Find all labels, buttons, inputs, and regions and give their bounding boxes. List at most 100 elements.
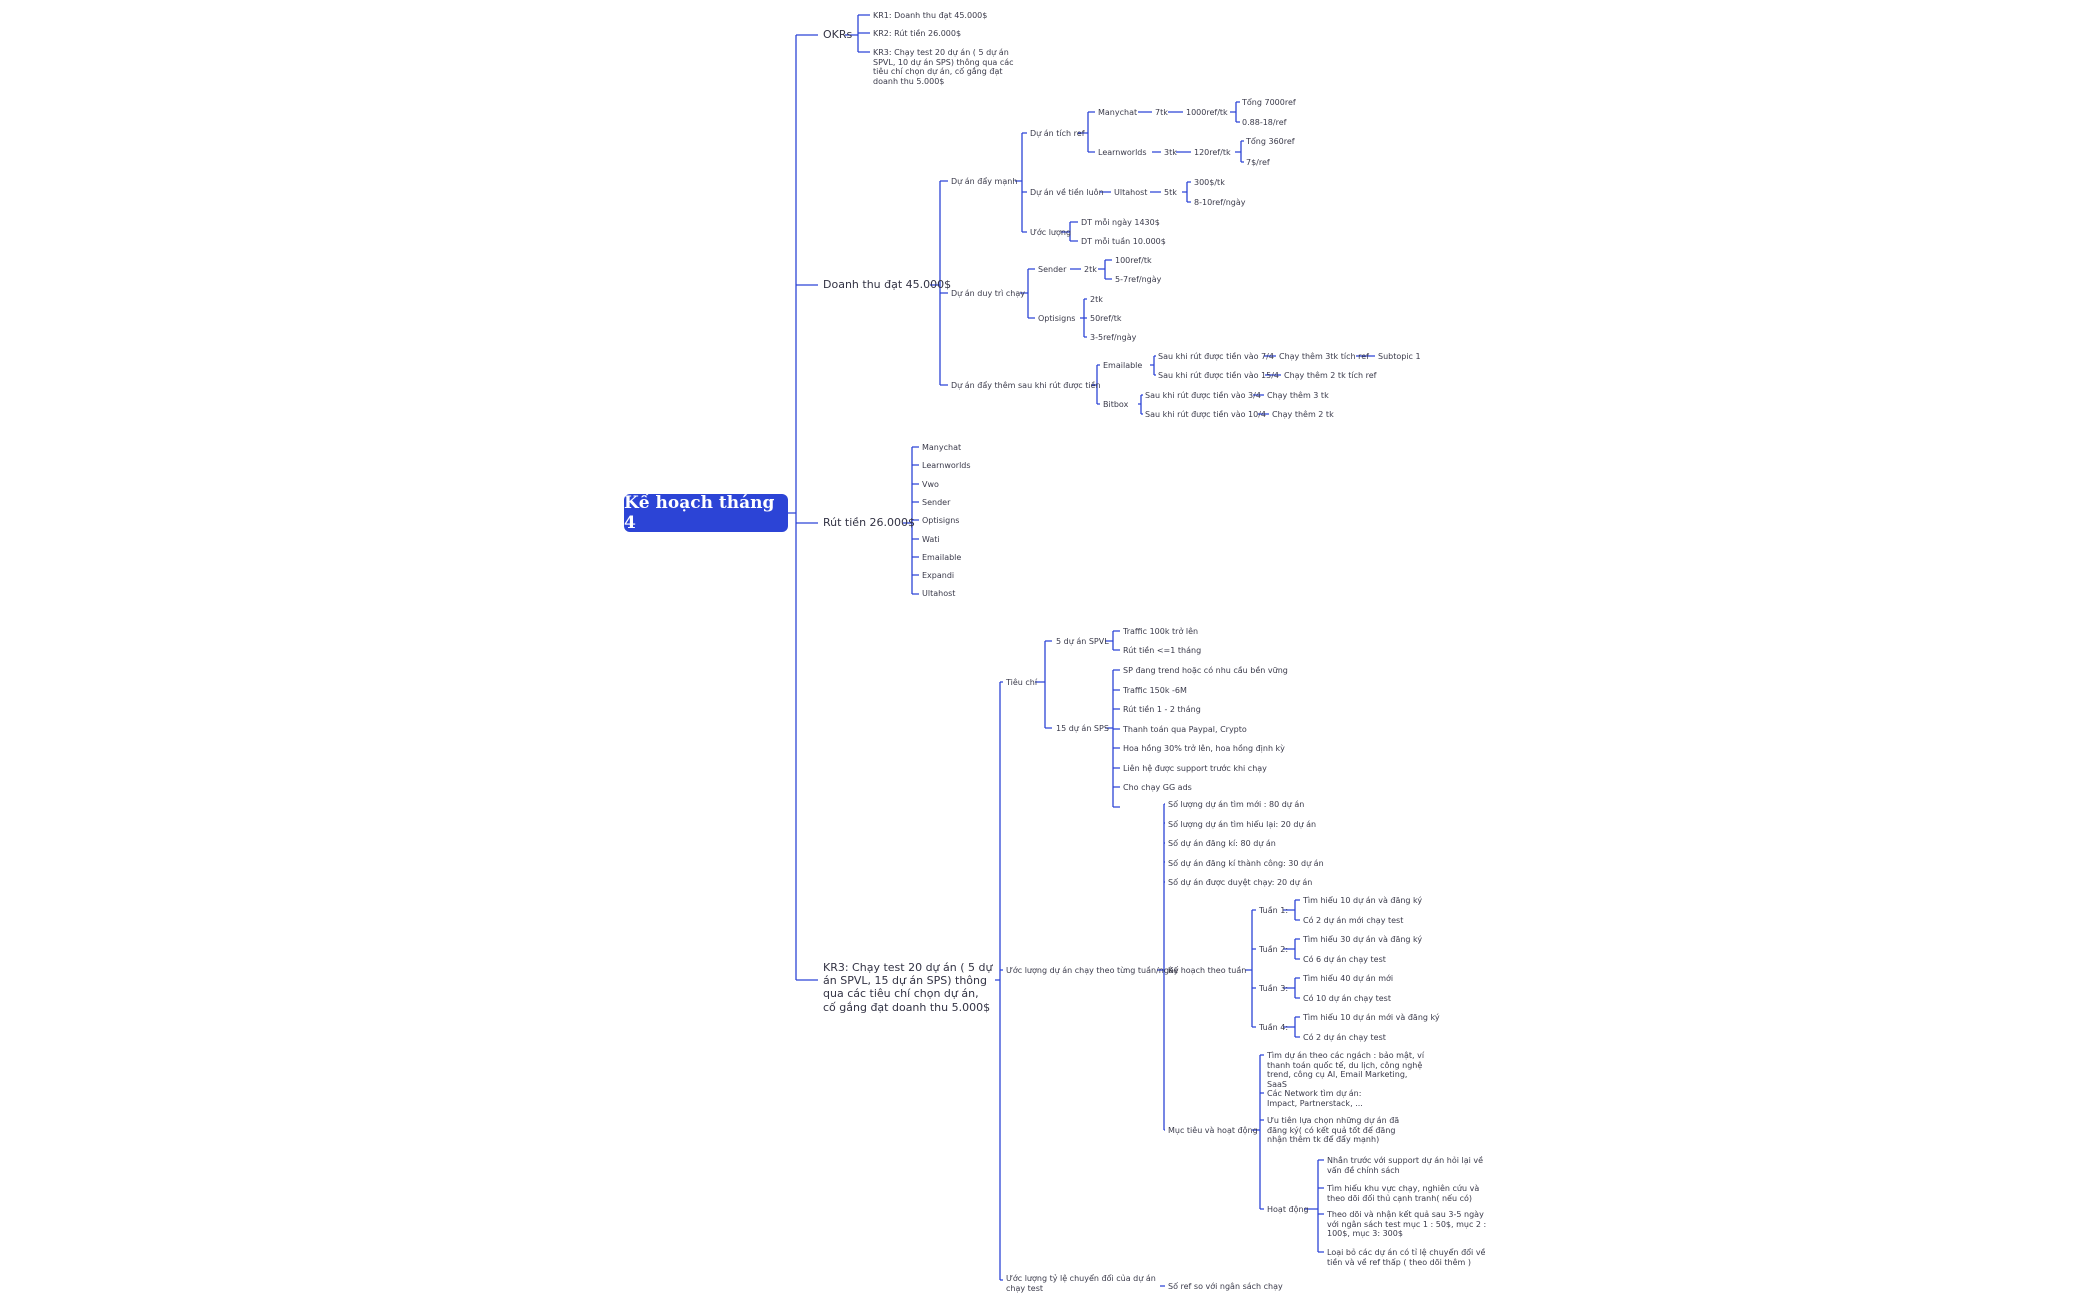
node-ultahost-rate[interactable]: 8-10ref/ngày [1194,198,1246,207]
node-optisigns-ref[interactable]: 50ref/tk [1090,314,1122,323]
node-week4-a[interactable]: Tìm hiểu 10 dự án mới và đăng ký [1303,1013,1440,1022]
node-estimate[interactable]: Ước lượng [1030,228,1072,237]
node-emailable[interactable]: Emailable [1103,361,1143,370]
node-sender[interactable]: Sender [1038,265,1067,274]
node-kr3[interactable]: KR3: Chạy test 20 dự án ( 5 dự án SPVL, … [823,961,993,1014]
node-sps[interactable]: 15 dự án SPS [1056,724,1109,733]
node-goal-3[interactable]: Ưu tiên lựa chọn những dự án đã đăng ký(… [1267,1116,1400,1145]
node-optisigns-rate[interactable]: 3-5ref/ngày [1090,333,1137,342]
node-optisigns-tk[interactable]: 2tk [1090,295,1103,304]
node-kr3-okr[interactable]: KR3: Chạy test 20 dự án ( 5 dự án SPVL, … [873,48,1014,86]
node-conversion[interactable]: Ước lượng tỷ lệ chuyển đổi của dự án chạ… [1006,1274,1156,1293]
node-plan[interactable]: Kế hoạch theo tuần [1168,966,1247,975]
node-criteria[interactable]: Tiêu chí [1006,678,1038,687]
withdraw-item-7[interactable]: Expandi [922,571,955,581]
node-week4-b[interactable]: Có 2 dự án chạy test [1303,1033,1386,1042]
node-sender-ref[interactable]: 100ref/tk [1115,256,1152,265]
node-learnworlds-total[interactable]: Tổng 360ref [1246,137,1295,146]
node-emailable-a[interactable]: Sau khi rút được tiền vào 7/4 [1158,352,1274,361]
node-bitbox-a[interactable]: Sau khi rút được tiền vào 3/4 [1145,391,1261,400]
node-ref[interactable]: Dự án tích ref [1030,129,1085,138]
node-conversion-item[interactable]: Số ref so với ngân sách chạy [1168,1282,1283,1291]
node-optisigns[interactable]: Optisigns [1038,314,1076,323]
node-week3-a[interactable]: Tìm hiểu 40 dự án mới [1303,974,1394,983]
sps-criteria-6[interactable]: Cho chạy GG ads [1123,783,1192,792]
node-strong[interactable]: Dự án đẩy mạnh [951,177,1018,186]
sps-criteria-2[interactable]: Rút tiền 1 - 2 tháng [1123,705,1201,714]
node-push[interactable]: Dự án đẩy thêm sau khi rút được tiền [951,381,1101,390]
node-spvl[interactable]: 5 dự án SPVL [1056,637,1109,646]
node-emailable-a3[interactable]: Subtopic 1 [1378,352,1421,361]
withdraw-item-3[interactable]: Sender [922,497,951,507]
weekly-item-4[interactable]: Số dự án được duyệt chạy: 20 dự án [1168,878,1313,887]
node-emailable-b[interactable]: Sau khi rút được tiền vào 15/4 [1158,371,1280,380]
withdraw-item-0[interactable]: Manychat [922,443,962,452]
node-kr2[interactable]: KR2: Rút tiền 26.000$ [873,29,962,38]
sps-criteria-5[interactable]: Liên hệ được support trước khi chạy [1123,763,1267,773]
node-activity[interactable]: Hoạt động [1267,1205,1309,1214]
node-maintain[interactable]: Dự án duy trì chạy [951,289,1026,298]
node-bitbox[interactable]: Bitbox [1103,400,1129,409]
node-ultahost-amount[interactable]: 300$/tk [1194,178,1225,187]
node-manychat-total[interactable]: Tổng 7000ref [1242,98,1296,107]
node-manychat-ref[interactable]: 1000ref/tk [1186,108,1228,117]
node-emailable-a2[interactable]: Chạy thêm 3tk tích ref [1279,352,1369,361]
node-kr1[interactable]: KR1: Doanh thu đạt 45.000$ [873,11,988,20]
node-goals[interactable]: Mục tiêu và hoạt động [1168,1126,1258,1135]
spvl-criteria-1[interactable]: Rút tiền <=1 tháng [1123,646,1202,655]
node-week2[interactable]: Tuần 2: [1259,945,1289,954]
node-ultahost-tk[interactable]: 5tk [1164,188,1177,197]
weekly-item-1[interactable]: Số lượng dự án tìm hiểu lại: 20 dự án [1168,819,1317,829]
node-revenue[interactable]: Doanh thu đạt 45.000$ [823,278,952,291]
withdraw-item-1[interactable]: Learnworlds [922,461,971,471]
node-manychat-tk[interactable]: 7tk [1155,108,1168,117]
node-week2-b[interactable]: Có 6 dự án chạy test [1303,955,1386,964]
node-week1-a[interactable]: Tìm hiểu 10 dự án và đăng ký [1303,896,1423,905]
node-week4[interactable]: Tuần 4: [1259,1023,1289,1032]
node-activity-3[interactable]: Theo dõi và nhận kết quả sau 3-5 ngày vớ… [1327,1210,1487,1239]
node-sender-rate[interactable]: 5-7ref/ngày [1115,275,1162,284]
node-activity-1[interactable]: Nhắn trước với support dự án hỏi lại về … [1327,1156,1484,1175]
node-learnworlds-rate[interactable]: 7$/ref [1246,158,1270,167]
node-bitbox-a2[interactable]: Chạy thêm 3 tk [1267,391,1329,400]
node-okrs[interactable]: OKRs [823,28,853,41]
sps-criteria-3[interactable]: Thanh toán qua Paypal, Crypto [1123,724,1247,734]
sps-criteria-4[interactable]: Hoa hồng 30% trở lên, hoa hồng định kỳ [1123,744,1285,753]
weekly-item-0[interactable]: Số lượng dự án tìm mới : 80 dự án [1168,800,1305,809]
withdraw-item-8[interactable]: Ultahost [922,589,956,599]
node-goal-2[interactable]: Các Network tìm dự án: Impact, Partnerst… [1267,1089,1363,1108]
node-manychat[interactable]: Manychat [1098,108,1138,117]
sps-criteria-1[interactable]: Traffic 150k -6M [1123,685,1187,695]
node-bitbox-b[interactable]: Sau khi rút được tiền vào 10/4 [1145,410,1267,419]
node-goal-1[interactable]: Tìm dự án theo các ngách : bảo mật, ví t… [1267,1051,1425,1089]
node-estimate-day[interactable]: DT mỗi ngày 1430$ [1081,218,1160,227]
node-learnworlds-ref[interactable]: 120ref/tk [1194,148,1231,157]
node-week1-b[interactable]: Có 2 dự án mới chạy test [1303,916,1404,925]
withdraw-item-5[interactable]: Wati [922,534,940,544]
node-emailable-b2[interactable]: Chạy thêm 2 tk tích ref [1284,371,1377,380]
withdraw-item-4[interactable]: Optisigns [922,516,960,526]
weekly-item-3[interactable]: Số dự án đăng kí thành công: 30 dự án [1168,858,1324,868]
node-manychat-rate[interactable]: 0.88-18/ref [1242,118,1287,127]
root-node[interactable]: Kế hoạch tháng 4 [624,493,788,533]
node-week1[interactable]: Tuần 1: [1259,906,1289,915]
sps-criteria-0[interactable]: SP đang trend hoặc có nhu cầu bền vững [1123,666,1288,675]
node-sender-tk[interactable]: 2tk [1084,265,1097,274]
spvl-criteria-0[interactable]: Traffic 100k trở lên [1123,627,1199,636]
node-learnworlds-tk[interactable]: 3tk [1164,148,1177,157]
withdraw-item-6[interactable]: Emailable [922,552,962,562]
node-ultahost[interactable]: Ultahost [1114,188,1148,197]
node-bitbox-b2[interactable]: Chạy thêm 2 tk [1272,410,1334,419]
node-activity-2[interactable]: Tìm hiểu khu vực chạy, nghiên cứu và the… [1327,1184,1480,1203]
node-week3[interactable]: Tuần 3: [1259,984,1289,993]
node-learnworlds[interactable]: Learnworlds [1098,148,1147,157]
node-week2-a[interactable]: Tìm hiểu 30 dự án và đăng ký [1303,935,1423,944]
withdraw-item-2[interactable]: Vwo [922,479,939,489]
node-week3-b[interactable]: Có 10 dự án chạy test [1303,994,1391,1003]
node-weekly[interactable]: Ước lượng dự án chạy theo từng tuần/ngày [1006,966,1179,975]
node-activity-4[interactable]: Loại bỏ các dự án có tỉ lệ chuyển đổi về… [1327,1248,1486,1267]
node-estimate-week[interactable]: DT mỗi tuần 10.000$ [1081,237,1166,246]
node-withdraw[interactable]: Rút tiền 26.000$ [823,516,916,529]
weekly-item-2[interactable]: Số dự án đăng kí: 80 dự án [1168,839,1276,848]
node-cash[interactable]: Dự án về tiền luôn [1030,188,1104,197]
